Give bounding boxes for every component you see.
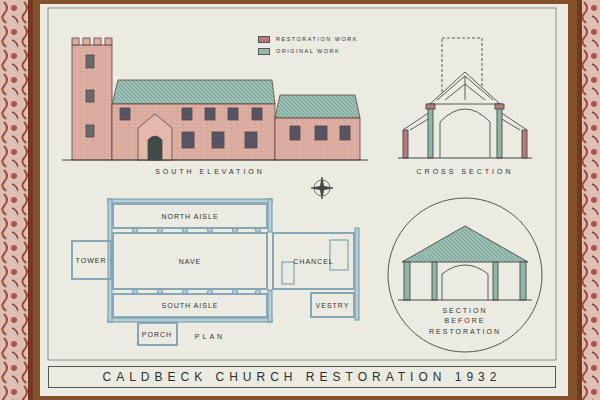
south-elevation-part xyxy=(112,80,275,104)
view-label: SOUTH ELEVATION xyxy=(155,168,265,175)
legend-swatch xyxy=(258,36,270,43)
south-elevation xyxy=(62,38,368,160)
south-elevation-part xyxy=(148,136,162,160)
room-label: SECTION BEFORE RESTORATION xyxy=(423,306,507,338)
plan-walls-part xyxy=(355,228,359,320)
cross-section-part xyxy=(403,130,408,158)
section-before xyxy=(398,226,532,300)
wall-and-frame-part xyxy=(48,8,556,360)
legend-swatch xyxy=(258,48,270,55)
plan-room: CHANCEL xyxy=(272,232,355,290)
section-before-part xyxy=(402,226,528,262)
section-before-part xyxy=(442,265,488,300)
south-elevation-part xyxy=(138,114,172,160)
room-label: SOUTH AISLE xyxy=(162,302,219,309)
cross-section-part xyxy=(410,118,520,130)
room-label: VESTRY xyxy=(316,302,350,309)
cross-section-part xyxy=(426,104,435,109)
cross-section xyxy=(398,38,532,158)
south-elevation-part xyxy=(72,45,112,160)
section-before-part xyxy=(432,262,437,300)
legend-text: RESTORATION WORK xyxy=(276,36,358,42)
plan-room: NAVE xyxy=(112,232,268,290)
south-elevation-part xyxy=(245,132,257,148)
section-before-part xyxy=(520,262,526,300)
south-elevation-part xyxy=(86,55,94,68)
cross-section-part xyxy=(437,76,493,100)
room-label: NAVE xyxy=(179,258,202,265)
plan-walls-part xyxy=(282,262,294,284)
compass-rose-part xyxy=(311,177,333,199)
wall-and-frame-part xyxy=(33,0,577,400)
south-elevation-part xyxy=(212,132,224,148)
room-label: CHANCEL xyxy=(293,258,333,265)
south-elevation-part xyxy=(275,95,360,118)
south-elevation-part xyxy=(205,108,215,120)
section-circle: SECTION BEFORE RESTORATION xyxy=(387,197,543,353)
south-elevation-part xyxy=(315,126,327,140)
south-elevation-part xyxy=(182,108,192,120)
south-elevation-part xyxy=(182,132,194,148)
room-label: TOWER xyxy=(76,257,107,264)
room-label: PORCH xyxy=(142,331,172,338)
south-elevation-part xyxy=(72,38,79,45)
south-elevation-part xyxy=(62,160,368,161)
plan-walls-part xyxy=(108,318,272,322)
plan-room: NORTH AISLE xyxy=(112,203,268,229)
cross-section-part xyxy=(440,109,490,158)
south-elevation-part xyxy=(252,108,262,120)
cross-section-part xyxy=(403,112,527,130)
plan-walls-part xyxy=(330,240,348,270)
circle-line xyxy=(388,198,542,352)
south-elevation-part xyxy=(105,38,112,45)
cross-section-part xyxy=(428,104,433,158)
south-elevation-part xyxy=(94,38,101,45)
plan-room: SOUTH AISLE xyxy=(112,293,268,318)
wall-and-frame-part xyxy=(28,0,582,400)
plan-room: TOWER xyxy=(71,240,112,280)
cross-section-part xyxy=(398,157,532,158)
view-label: CROSS SECTION xyxy=(417,168,514,175)
view-label: PLAN xyxy=(195,333,225,340)
south-elevation-part xyxy=(340,126,350,140)
title-text: CALDBECK CHURCH RESTORATION 1932 xyxy=(103,370,502,384)
south-elevation-part xyxy=(120,108,130,120)
plan-room: VESTRY xyxy=(310,292,355,318)
south-elevation-part xyxy=(275,118,360,160)
legend-text: ORIGINAL WORK xyxy=(276,48,340,54)
plan-walls-part xyxy=(268,199,272,232)
section-before-part xyxy=(404,262,410,300)
title-box: CALDBECK CHURCH RESTORATION 1932 xyxy=(48,366,556,388)
plan-room: PORCH xyxy=(137,322,178,346)
wall-and-frame-part xyxy=(40,4,568,396)
legend-row: RESTORATION WORK xyxy=(258,33,358,45)
legend-row: ORIGINAL WORK xyxy=(258,45,358,57)
cross-section-part xyxy=(522,130,527,158)
cross-section-part xyxy=(495,104,504,109)
section-before-part xyxy=(493,262,498,300)
south-elevation-part xyxy=(86,90,94,102)
south-elevation-part xyxy=(86,125,94,137)
plan-walls-part xyxy=(268,290,272,322)
section-before-part xyxy=(398,299,532,300)
south-elevation-part xyxy=(83,38,90,45)
plan-walls xyxy=(108,199,359,322)
south-elevation-part xyxy=(290,126,300,140)
room-label: NORTH AISLE xyxy=(161,213,218,220)
compass-rose xyxy=(311,177,333,199)
legend: RESTORATION WORK ORIGINAL WORK xyxy=(258,33,358,57)
south-elevation-part xyxy=(228,108,238,120)
south-elevation-part xyxy=(112,104,275,160)
cross-section-part xyxy=(430,72,500,104)
cross-section-part xyxy=(497,104,502,158)
